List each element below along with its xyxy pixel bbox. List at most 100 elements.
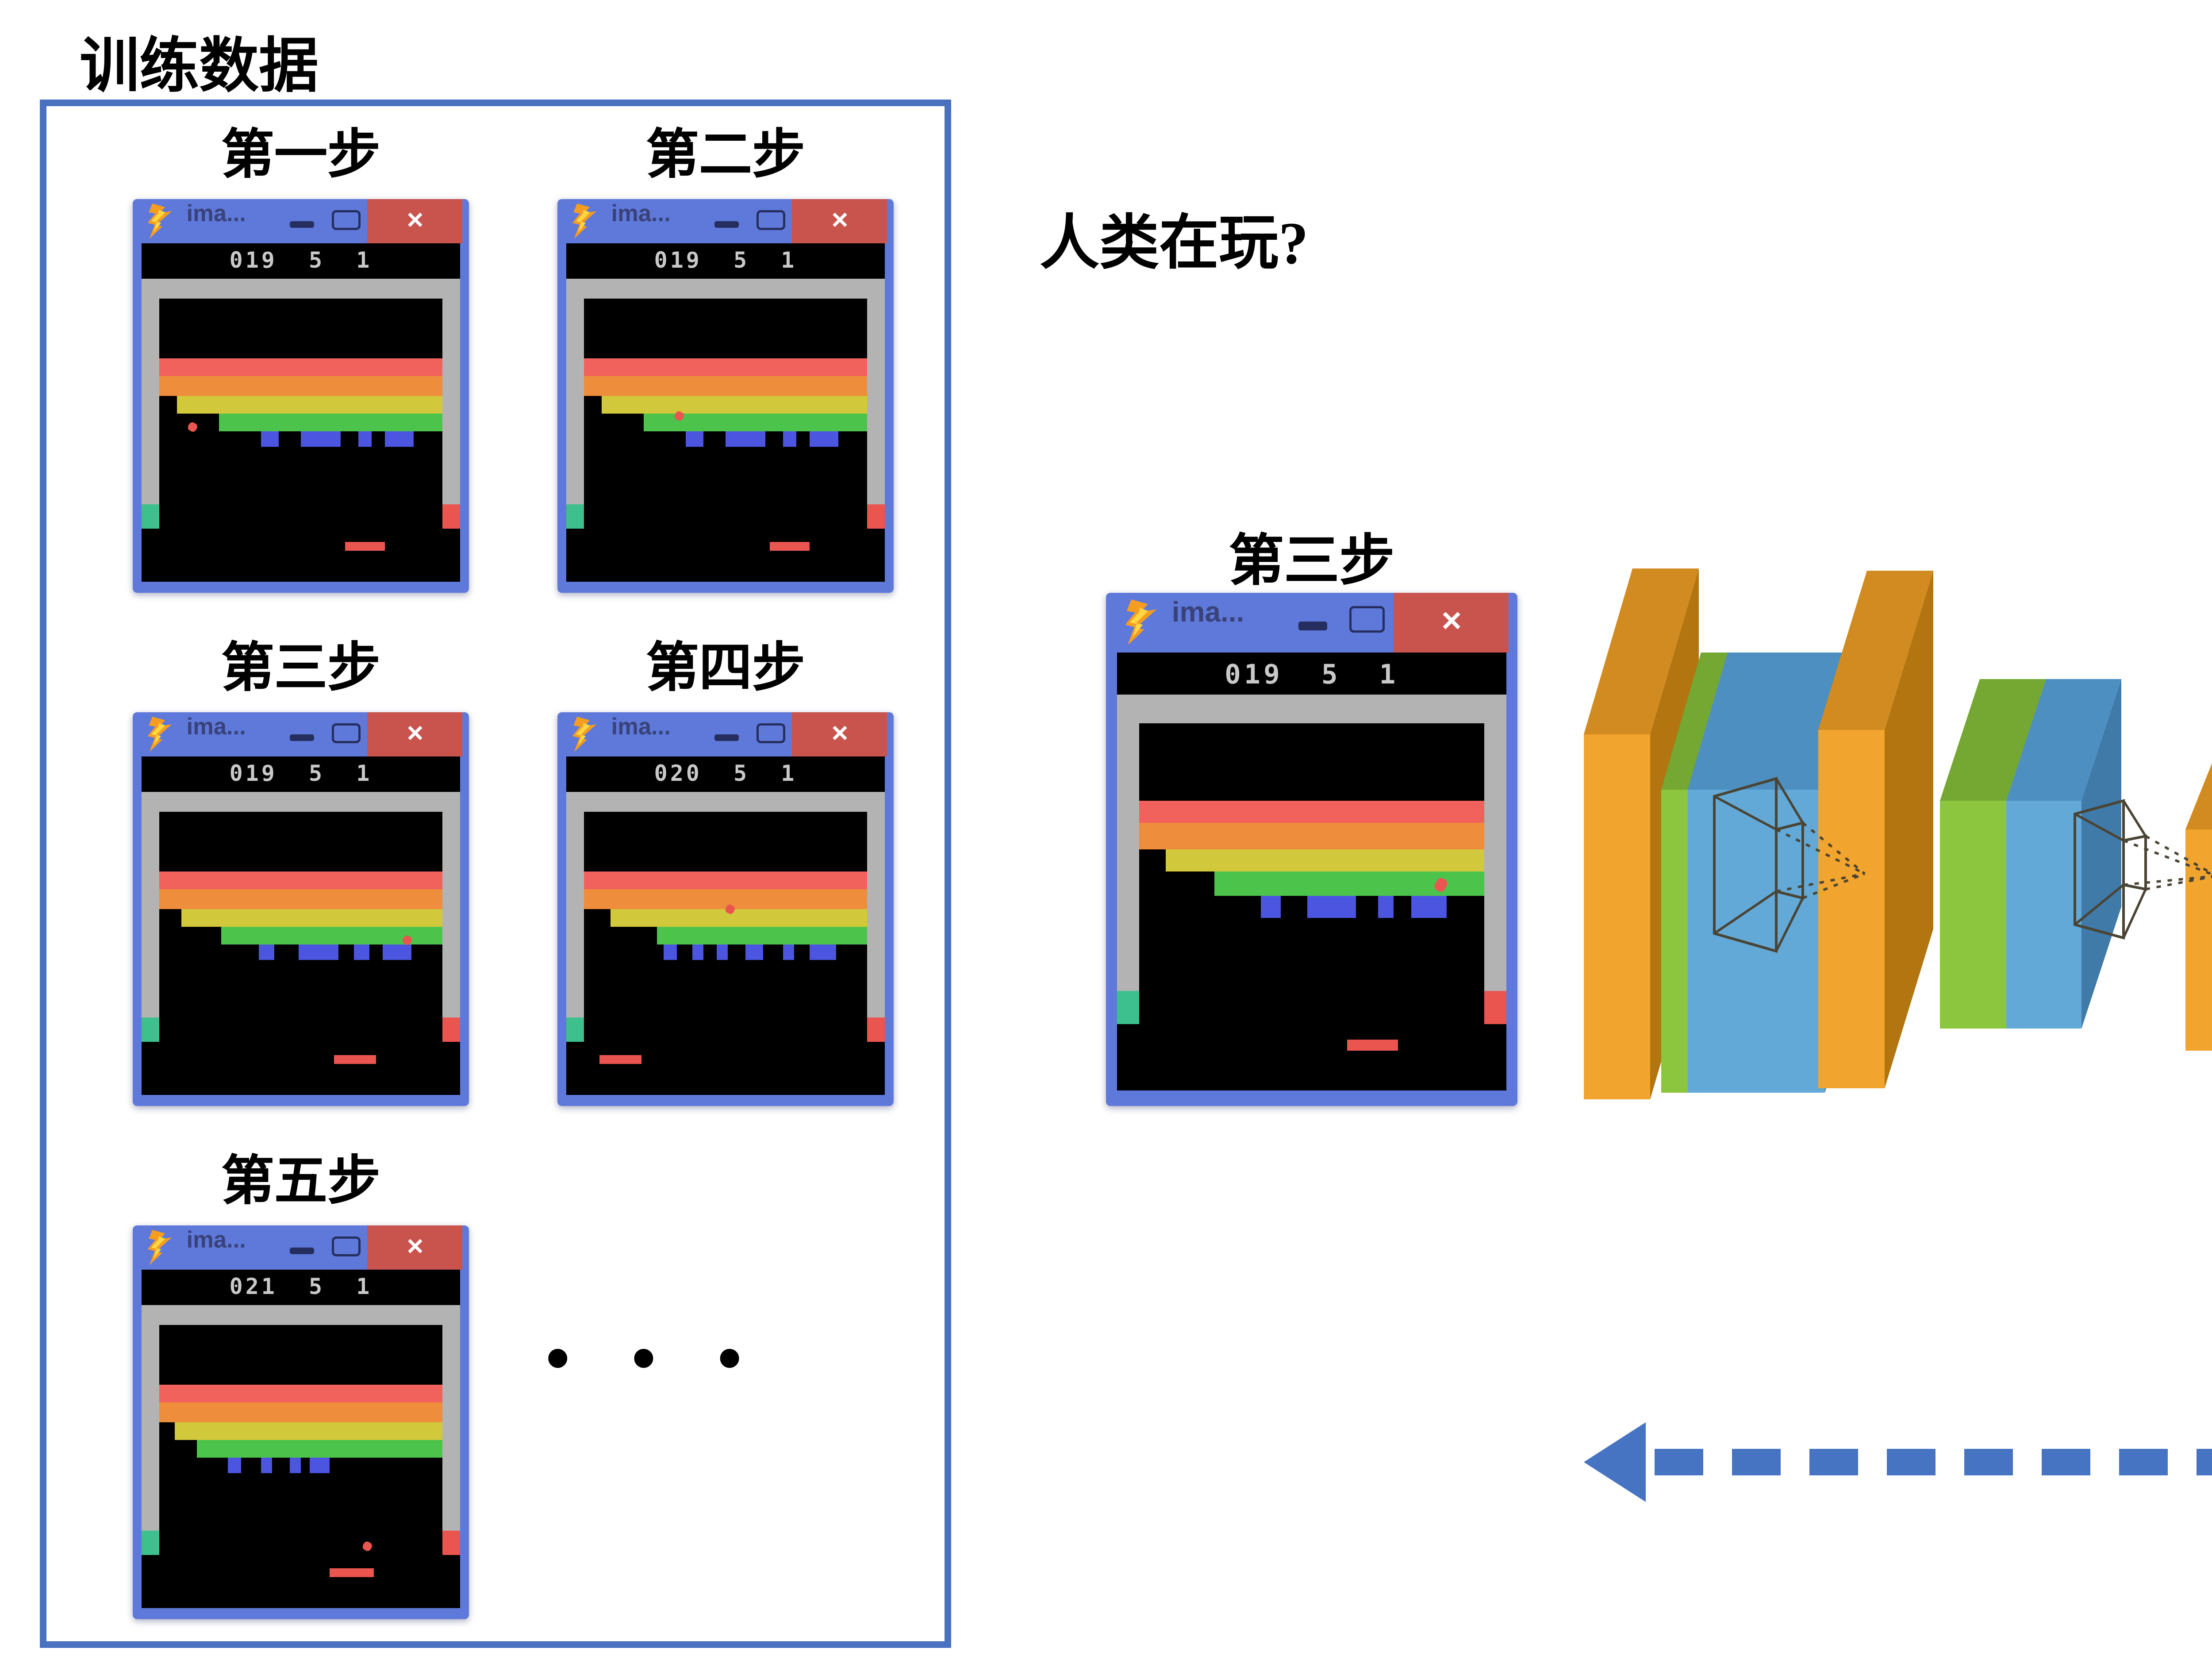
corner-green-block [1116,991,1139,1024]
brick-row-yellow [159,1421,442,1440]
app-flame-icon [573,717,597,752]
projection-ray [2123,875,2212,886]
broken-bricks-notch [584,926,658,945]
score-bar: 019 5 1 [1116,652,1507,695]
blue-brick-segment [725,431,765,448]
wall-top [565,277,885,299]
brick-row-orange [159,1402,442,1422]
brick-row-orange [1139,823,1485,849]
brick-row-yellow [159,395,442,414]
blue-brick-segment [810,944,836,961]
paddle [334,1054,377,1064]
blue-brick-segment [261,431,278,448]
blue-brick-segment [1260,895,1281,917]
maximize-button[interactable] [756,210,786,229]
broken-bricks-notch [1139,872,1215,895]
blue-brick-segment [354,944,369,961]
window-title: ima... [611,201,671,228]
corner-green-block [141,1018,160,1043]
conv-layer-slab [1940,801,2006,1029]
brick-row-red [159,1384,442,1402]
minimize-button[interactable] [291,735,315,741]
broken-bricks-notch [584,395,602,414]
blue-brick-segment [258,944,276,961]
brick-row-orange [584,376,867,395]
brick-row-red [584,358,867,376]
window-title: ima... [186,714,246,741]
step-label: 第四步 [646,641,805,699]
wall-left [565,299,584,530]
close-button[interactable]: ✕ [368,712,462,758]
blue-brick-segment [261,1457,273,1474]
game-window-step-1: ima... ✕ 019 5 1 [133,199,469,593]
maximize-button[interactable] [331,1236,361,1256]
window-titlebar[interactable]: ima... ✕ [133,712,469,758]
broken-bricks-notch [159,395,177,414]
brick-row-yellow [1139,849,1485,872]
broken-bricks-notch [159,1421,174,1440]
minimize-button[interactable] [291,222,315,227]
paddle [598,1054,641,1064]
conv-layer-slab [1661,790,1688,1093]
blue-brick-segment [382,944,411,961]
minimize-button[interactable] [291,1248,315,1254]
maximize-button[interactable] [331,210,361,229]
wall-top [141,277,461,299]
projection-ray [1776,872,1865,893]
window-title: ima... [1171,594,1244,628]
blue-brick-segment [663,944,678,961]
paddle [1346,1039,1398,1052]
wall-right [442,1325,461,1556]
conv-layer-slab-top [1584,568,1699,734]
close-button[interactable]: ✕ [368,1225,462,1271]
score-bar: 019 5 1 [565,244,885,278]
window-titlebar[interactable]: ima... ✕ [133,199,469,245]
minimize-button[interactable] [1299,622,1329,630]
frustum-edge [2122,800,2147,837]
window-titlebar[interactable]: ima... ✕ [557,199,894,245]
maximize-button[interactable] [756,723,786,742]
projection-ray [1802,822,1866,875]
conv-layer-slab [1688,790,1825,1093]
wall-top [141,791,461,812]
game-screen [141,1304,461,1608]
game-window-step-2: ima... ✕ 019 5 1 [557,199,894,593]
blue-brick-segment [782,944,793,961]
conv-layer-slab-side [1885,571,1933,1088]
game-screen [1116,695,1507,1091]
window-title: ima... [186,1228,246,1255]
frustum-edge [1713,890,1777,935]
close-button[interactable]: ✕ [793,199,887,245]
close-button[interactable]: ✕ [793,712,887,758]
step-label: 第三步 [221,641,380,699]
window-titlebar[interactable]: ima... ✕ [133,1225,469,1271]
frustum-edge [2074,883,2124,926]
app-flame-icon [148,203,173,239]
projection-ray [2145,835,2212,875]
corner-red-block [867,1018,885,1043]
blue-brick-segment [385,431,414,448]
projection-ray [1802,872,1866,899]
minimize-button[interactable] [715,735,739,741]
maximize-button[interactable] [331,723,361,742]
window-titlebar[interactable]: ima... ✕ [1106,593,1517,652]
close-button[interactable]: ✕ [368,199,462,245]
frustum-edge [1775,897,1804,952]
app-flame-icon [148,717,173,752]
minimize-button[interactable] [715,222,739,227]
conv-layer-slab [2006,801,2081,1029]
blue-brick-segment [745,944,762,961]
score-bar: 019 5 1 [141,244,461,278]
broken-bricks-notch [584,413,644,431]
blue-brick-segment [691,944,703,961]
blue-brick-segment [686,431,703,448]
broken-bricks-notch [159,1440,196,1458]
brick-row-orange [159,889,442,909]
close-button[interactable]: ✕ [1394,593,1509,652]
ellipsis-dots: • • • [546,1323,764,1396]
play-area [159,1325,442,1607]
window-titlebar[interactable]: ima... ✕ [557,712,894,758]
wall-right [867,812,885,1043]
projection-ray [2145,875,2212,891]
maximize-button[interactable] [1348,607,1386,632]
